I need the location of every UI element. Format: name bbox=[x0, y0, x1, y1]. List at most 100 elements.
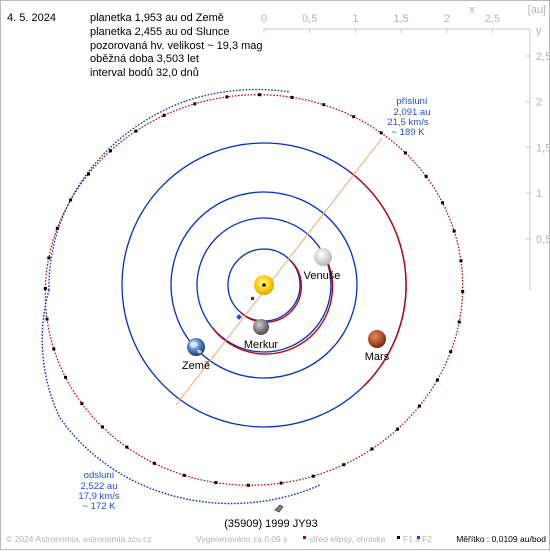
y-tick-label: 2,5 bbox=[536, 51, 550, 63]
aphelion-distance: 2,522 au bbox=[81, 481, 118, 492]
asteroid-interval-point bbox=[311, 474, 315, 478]
asteroid-interval-points bbox=[43, 93, 465, 487]
perihelion-speed: 21,5 km/s bbox=[387, 117, 428, 128]
scale-text: Měřítko : 0,0109 au/bod bbox=[456, 534, 546, 544]
venus-label: Venuše bbox=[304, 270, 341, 282]
x-tick-label: 0 bbox=[261, 13, 267, 25]
orbit-red-arcs bbox=[211, 171, 407, 387]
asteroid-interval-point bbox=[134, 129, 138, 133]
generated-time-text: Vygenerováno za 0,09 s bbox=[196, 534, 287, 544]
mercury-orbit-red-arc bbox=[240, 260, 303, 323]
asteroid-interval-point bbox=[352, 115, 356, 119]
asteroid-interval-point bbox=[452, 229, 456, 233]
venus-disk bbox=[314, 248, 332, 266]
asteroid-interval-point bbox=[214, 481, 218, 485]
asteroid-interval-point bbox=[435, 378, 439, 382]
asteroid-interval-point bbox=[396, 427, 400, 431]
y-axis-name: y bbox=[536, 25, 542, 37]
sun bbox=[254, 275, 274, 295]
asteroid-interval-point bbox=[69, 198, 73, 202]
asteroid-interval-point bbox=[152, 461, 156, 465]
x-axis-name: x bbox=[469, 4, 475, 16]
mars-orbit-red-arc bbox=[349, 171, 407, 387]
aphelion-title: odsluní bbox=[84, 470, 115, 481]
asteroid-interval-point bbox=[43, 287, 47, 290]
axis-unit-label: [au] bbox=[528, 4, 546, 16]
asteroid-interval-point bbox=[404, 151, 407, 155]
legend-f2-text: F2 bbox=[422, 534, 432, 544]
earth-disk bbox=[187, 338, 205, 356]
aphelion-temperature: ~ 172 K bbox=[82, 501, 116, 512]
asteroid-interval-point bbox=[80, 402, 84, 406]
legend-f2-marker bbox=[417, 536, 420, 539]
aphelion-label: odsluní 2,522 au 17,9 km/s ~ 172 K bbox=[78, 470, 119, 512]
perihelion-temperature: ~ 189 K bbox=[391, 127, 425, 138]
aphelion-speed: 17,9 km/s bbox=[78, 491, 119, 502]
info-line-4: oběžná doba 3,503 let bbox=[90, 53, 199, 65]
venus-orbit bbox=[196, 217, 332, 353]
asteroid-interval-point bbox=[87, 172, 90, 176]
x-tick-label: 1,5 bbox=[393, 13, 408, 25]
asteroid-interval-point bbox=[182, 473, 186, 477]
asteroid-orbit bbox=[41, 88, 465, 505]
x-tick-label: 2 bbox=[444, 13, 450, 25]
x-axis-ticks: 0 0,5 1 1,5 2 2,5 bbox=[261, 13, 500, 33]
header-info: 4. 5. 2024 planetka 1,953 au od Země pla… bbox=[7, 12, 263, 79]
asteroid-interval-point bbox=[322, 103, 326, 107]
asteroid-interval-point bbox=[45, 317, 49, 321]
y-tick-label: 1,5 bbox=[536, 142, 550, 154]
asteroid-interval-point bbox=[441, 201, 444, 205]
date-label: 4. 5. 2024 bbox=[7, 12, 56, 24]
info-line-2: planetka 2,455 au od Slunce bbox=[90, 26, 229, 38]
apsis-line bbox=[175, 137, 383, 406]
asteroid-orbit-top bbox=[185, 88, 291, 102]
y-tick-label: 2 bbox=[536, 97, 542, 109]
asteroid-interval-point bbox=[225, 95, 229, 99]
asteroid-interval-point bbox=[162, 113, 166, 117]
asteroid-interval-point bbox=[258, 93, 262, 97]
asteroid-interval-point bbox=[108, 149, 112, 153]
ellipse-f2-marker bbox=[236, 314, 242, 320]
mars-disk bbox=[368, 330, 386, 348]
venus: Venuše bbox=[304, 248, 341, 282]
earth-label: Země bbox=[182, 360, 210, 372]
asteroid-interval-point bbox=[418, 404, 421, 408]
asteroid-interval-point bbox=[64, 375, 67, 379]
x-tick-label: 0,5 bbox=[302, 13, 317, 25]
asteroid-marker-icon bbox=[274, 504, 284, 513]
asteroid-interval-point bbox=[370, 447, 374, 451]
asteroid: (35909) 1999 JY93 bbox=[224, 504, 318, 530]
y-axis-ticks: 2,521,510,5 bbox=[526, 51, 550, 246]
asteroid-interval-point bbox=[342, 463, 346, 467]
earth-continents bbox=[190, 341, 202, 354]
copyright-text: © 2024 Astronomia, astronomia.zcu.cz bbox=[6, 534, 152, 544]
venus-orbit-red-arc bbox=[211, 250, 334, 355]
legend-f1-marker bbox=[397, 536, 400, 539]
perihelion-title: přísluní bbox=[396, 96, 428, 107]
mars-label: Mars bbox=[365, 351, 390, 363]
asteroid-interval-point bbox=[379, 131, 383, 135]
asteroid-interval-point bbox=[279, 481, 283, 485]
mercury: Merkur bbox=[244, 319, 279, 351]
legend-center-text: střed elipsy, ohniska bbox=[309, 534, 386, 544]
asteroid-interval-point bbox=[424, 174, 428, 178]
asteroid-label: (35909) 1999 JY93 bbox=[224, 518, 318, 530]
perihelion-label: přísluní 2,091 au 21,5 km/s ~ 189 K bbox=[387, 96, 430, 138]
x-tick-label: 1 bbox=[352, 13, 358, 25]
legend-f1-text: F1 a bbox=[403, 534, 420, 544]
mars: Mars bbox=[365, 330, 390, 363]
asteroid-interval-point bbox=[47, 256, 51, 260]
asteroid-interval-point bbox=[290, 95, 294, 99]
y-tick-label: 1 bbox=[536, 188, 542, 200]
axes: 0 0,5 1 1,5 2 2,5 2,5 2 1,5 1 0,5 x y [au] bbox=[261, 4, 550, 290]
perihelion-distance: 2,091 au bbox=[394, 107, 431, 118]
mercury-label: Merkur bbox=[244, 339, 279, 351]
asteroid-interval-point bbox=[246, 483, 250, 487]
asteroid-orbit-lower-left bbox=[41, 289, 61, 419]
asteroid-interval-point bbox=[457, 320, 461, 324]
x-tick-label: 2,5 bbox=[485, 13, 500, 25]
mercury-disk bbox=[253, 319, 269, 335]
asteroid-interval-point bbox=[461, 290, 465, 293]
legend-center-marker bbox=[303, 536, 306, 539]
